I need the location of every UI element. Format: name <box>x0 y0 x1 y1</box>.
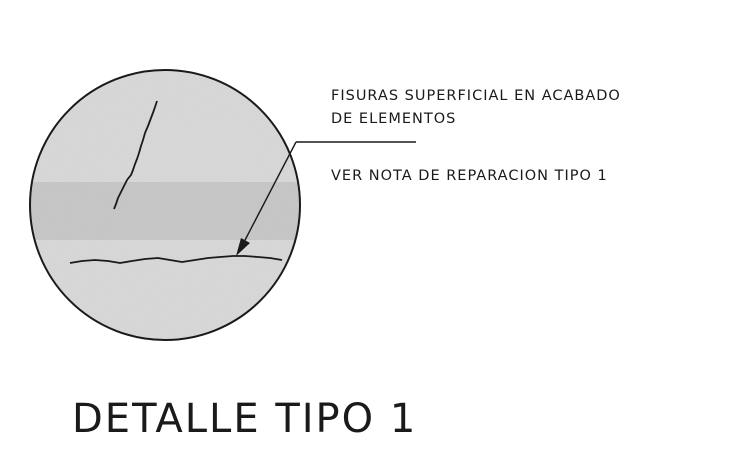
detail-circle <box>29 69 301 341</box>
leader-arrow <box>236 141 416 256</box>
crack-note-line-1: FISURAS SUPERFICIAL EN ACABADO <box>331 88 621 104</box>
horizontal-crack <box>69 255 283 264</box>
diagonal-crack <box>113 100 158 210</box>
detail-title: DETALLE TIPO 1 <box>72 396 418 442</box>
repair-reference-note: VER NOTA DE REPARACION TIPO 1 <box>331 168 608 184</box>
crack-note-line-2: DE ELEMENTOS <box>331 111 457 127</box>
